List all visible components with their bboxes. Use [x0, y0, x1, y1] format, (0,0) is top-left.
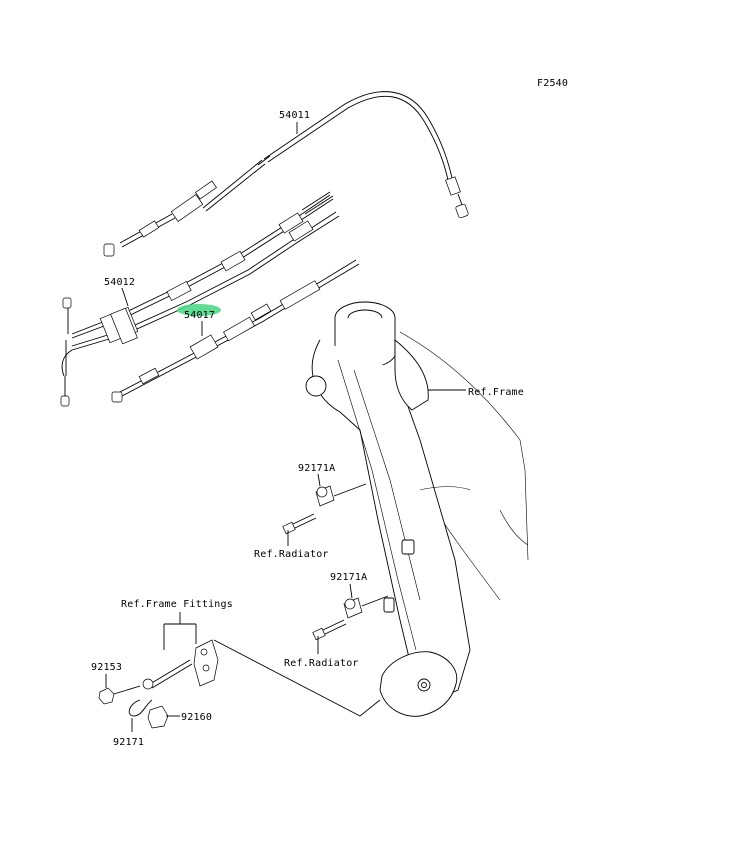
label-ref-radiator-lower[interactable]: Ref.Radiator [284, 658, 359, 669]
label-92171A-upper[interactable]: 92171A [298, 463, 335, 474]
label-92153[interactable]: 92153 [91, 662, 122, 673]
label-ref-frame[interactable]: Ref.Frame [468, 387, 524, 398]
grommet-92160[interactable] [147, 705, 169, 729]
leader-92171A-lower [349, 583, 353, 599]
leader-92153-to-bolt [113, 685, 141, 695]
bolt-radiator-lower[interactable] [312, 619, 347, 641]
label-54017[interactable]: 54017 [184, 310, 215, 321]
leader-frame-fittings [163, 612, 197, 650]
cable-54011[interactable] [103, 91, 469, 257]
label-92160[interactable]: 92160 [181, 712, 212, 723]
bolt-radiator-upper[interactable] [282, 513, 317, 535]
label-54011[interactable]: 54011 [279, 110, 310, 121]
leader-fittings-to-frame [213, 639, 381, 717]
cable-54012[interactable] [60, 191, 340, 407]
label-92171[interactable]: 92171 [113, 737, 144, 748]
bolt-long[interactable] [142, 659, 193, 690]
figure-code: F2540 [537, 78, 568, 89]
frame-outline [305, 301, 529, 717]
clamp-92171A-lower[interactable] [343, 595, 389, 619]
label-92171A-lower[interactable]: 92171A [330, 572, 367, 583]
leader-92171A-upper [317, 473, 321, 487]
nut-92153[interactable] [98, 687, 115, 705]
leader-54012 [121, 287, 129, 307]
clamp-92171A-upper[interactable] [315, 483, 367, 507]
cable-54017[interactable] [111, 259, 360, 403]
label-54012[interactable]: 54012 [104, 277, 135, 288]
bracket-frame-fitting[interactable] [193, 639, 219, 687]
clip-92171[interactable] [128, 699, 153, 717]
highlight-marker [177, 304, 221, 316]
label-ref-radiator-upper[interactable]: Ref.Radiator [254, 549, 329, 560]
label-ref-frame-fittings[interactable]: Ref.Frame Fittings [121, 599, 233, 610]
